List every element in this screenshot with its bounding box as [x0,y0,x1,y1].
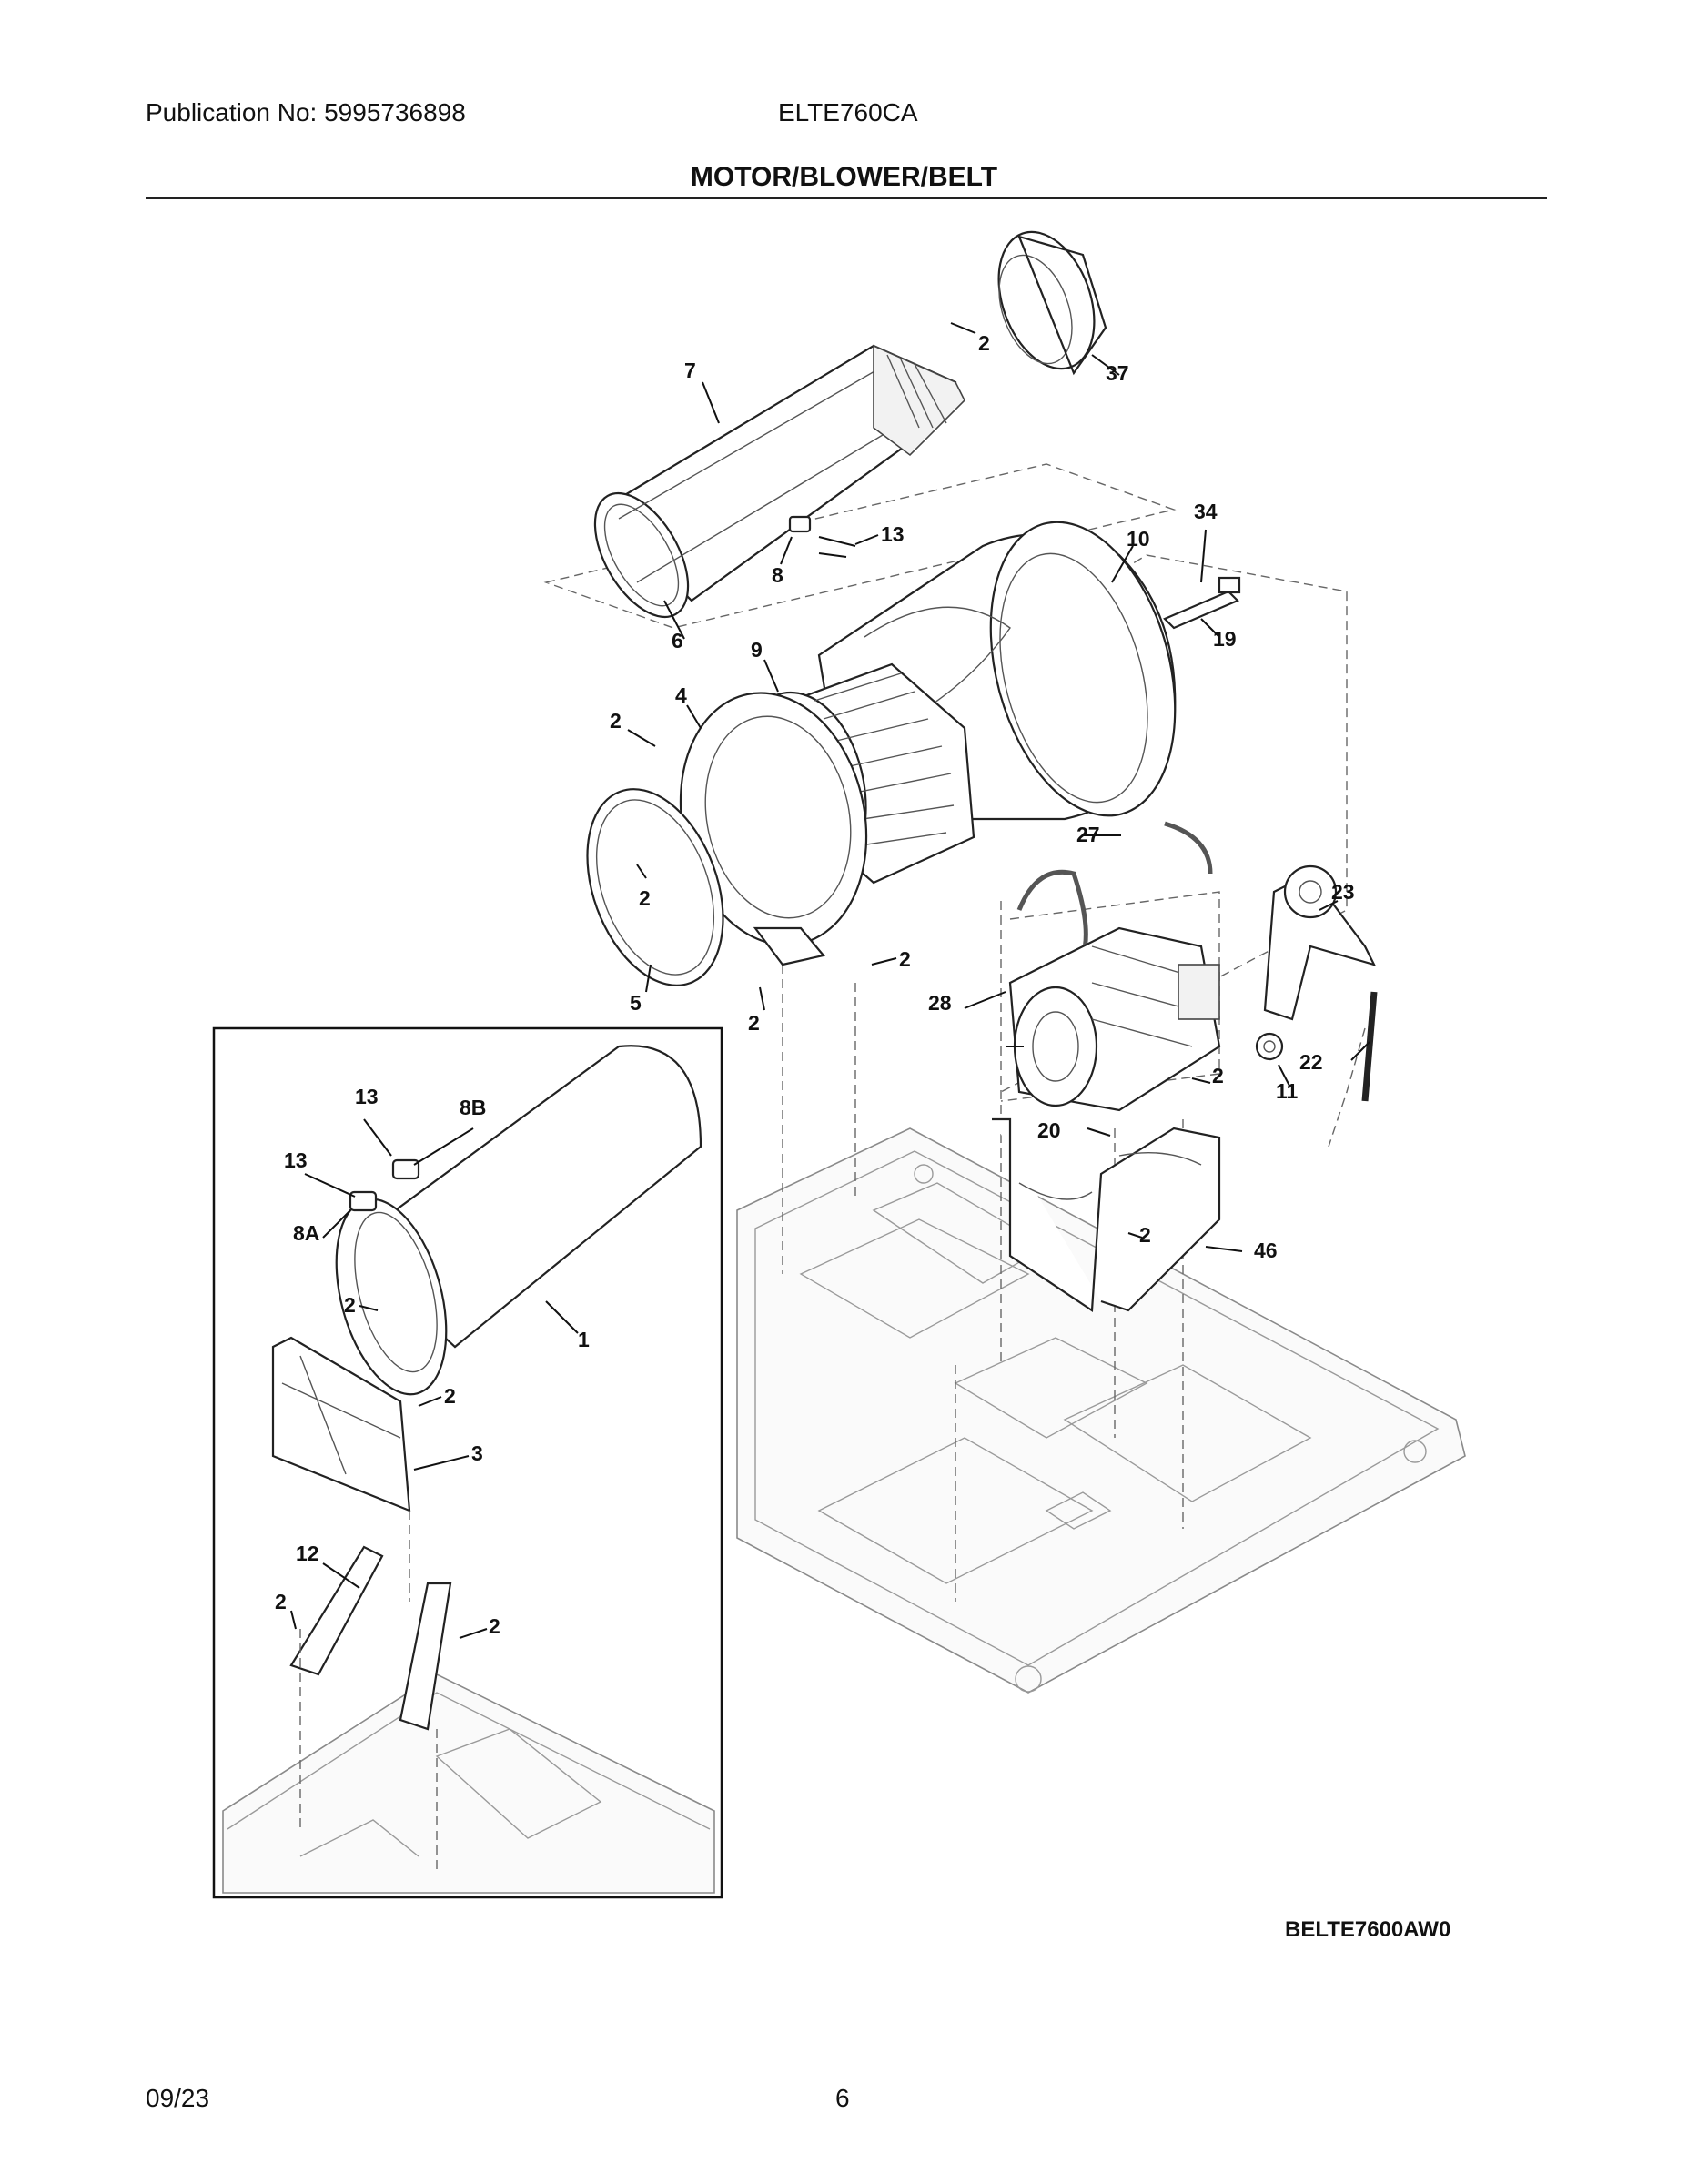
callout-10: 10 [1127,527,1150,551]
part-46-bracket [992,1117,1221,1312]
part-28-motor [1006,926,1221,1112]
callout-2-inset-low: 2 [275,1590,287,1613]
callout-37: 37 [1106,361,1129,385]
callout-12: 12 [296,1542,319,1565]
cabinet-base-main [736,1127,1466,1694]
callout-23: 23 [1331,880,1355,904]
callout-1: 1 [578,1328,590,1351]
part-8-thermostat [788,515,856,558]
callout-2-motor: 2 [1212,1064,1224,1087]
callout-22: 22 [1299,1050,1323,1074]
callout-46: 46 [1254,1239,1278,1262]
callout-3: 3 [471,1441,483,1465]
publication-number: Publication No: 5995736898 [146,98,466,126]
callout-13-inset-top: 13 [355,1085,379,1108]
callout-6: 6 [672,629,683,652]
page-number: 6 [835,2084,850,2112]
callout-19: 19 [1213,627,1237,651]
callout-2-cover: 2 [899,947,911,971]
callout-9: 9 [751,638,763,662]
callout-2-inset-mid: 2 [444,1384,456,1408]
callout-4: 4 [675,683,687,707]
callout-2-top: 2 [978,331,990,355]
part-37-ring [997,230,1107,376]
callout-2-bracket: 2 [1139,1223,1151,1247]
callout-2-inset-right: 2 [489,1614,500,1638]
part-4-blower-cover [679,692,868,966]
callout-13-inset: 13 [284,1148,308,1172]
part-19-sensor [1163,576,1241,630]
part-23-idler [1263,864,1377,1021]
callout-5: 5 [630,991,642,1015]
diagram-code: BELTE7600AW0 [1285,1917,1450,1942]
callout-20: 20 [1037,1118,1061,1142]
model-number: ELTE760CA [778,98,918,126]
callout-2-left: 2 [610,709,622,733]
callout-labels: 2 37 7 34 10 13 8 6 19 9 4 2 2 27 23 2 2… [275,331,1450,1942]
callout-2-inset: 2 [344,1293,356,1317]
part-22-spring [1361,991,1378,1102]
inset-panel [212,1026,723,1899]
callout-13: 13 [881,522,905,546]
callout-8A: 8A [293,1221,319,1245]
part-5-seal [586,788,724,986]
callout-2-seal: 2 [639,886,651,910]
callout-2-cover-low: 2 [748,1011,760,1035]
callout-8B: 8B [460,1096,486,1119]
callout-34: 34 [1194,500,1218,523]
callout-7: 7 [684,359,696,382]
callout-28: 28 [928,991,952,1015]
part-7-duct [593,344,965,619]
leader-lines [290,322,1370,1639]
page-title: MOTOR/BLOWER/BELT [690,162,998,192]
part-27-belt [1016,821,1213,956]
callout-8: 8 [772,563,783,587]
callout-11: 11 [1276,1079,1299,1103]
callout-27: 27 [1076,823,1100,846]
title-rule [146,197,1547,199]
part-11-pulley [1255,1032,1284,1061]
footer-date: 09/23 [146,2084,210,2112]
